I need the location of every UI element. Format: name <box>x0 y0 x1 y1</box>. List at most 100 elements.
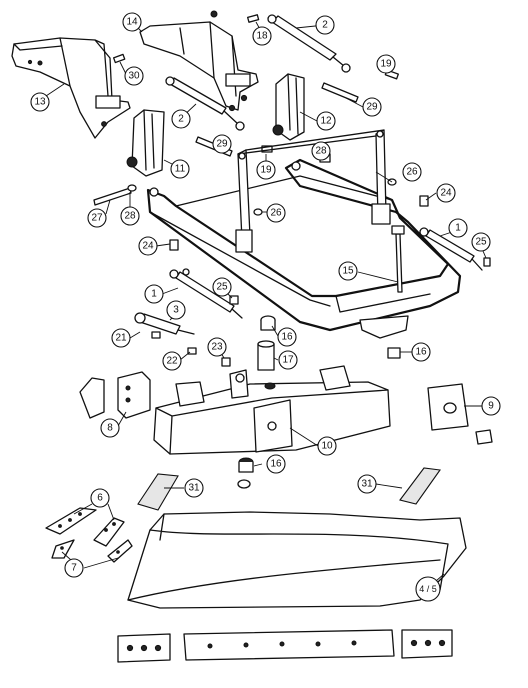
svg-text:25: 25 <box>475 237 487 248</box>
svg-text:21: 21 <box>115 333 127 344</box>
svg-text:27: 27 <box>91 213 103 224</box>
svg-text:24: 24 <box>440 188 452 199</box>
svg-text:25: 25 <box>216 282 228 293</box>
svg-text:7: 7 <box>71 563 77 574</box>
svg-text:31: 31 <box>361 479 373 490</box>
svg-text:23: 23 <box>211 342 223 353</box>
wear-pads <box>79 371 151 419</box>
hydraulic-cylinder-middle <box>165 76 245 131</box>
bushings <box>127 153 491 371</box>
svg-text:1: 1 <box>151 289 157 300</box>
callout-18: 18 <box>252 26 272 46</box>
callout-9: 9 <box>481 396 501 416</box>
callout-25-right: 25 <box>471 232 491 252</box>
callout-26-right: 26 <box>402 162 422 182</box>
svg-text:16: 16 <box>281 332 293 343</box>
moldboard-blade <box>127 511 467 609</box>
svg-text:26: 26 <box>270 208 282 219</box>
svg-text:6: 6 <box>97 493 103 504</box>
pivot-block-right <box>272 73 305 141</box>
callout-26-left: 26 <box>266 203 286 223</box>
callout-15: 15 <box>338 261 358 281</box>
svg-text:10: 10 <box>321 441 333 452</box>
svg-text:17: 17 <box>282 355 294 366</box>
callout-27: 27 <box>87 208 107 228</box>
svg-text:29: 29 <box>366 102 378 113</box>
callout-3: 3 <box>166 300 186 320</box>
callout-31-left: 31 <box>184 478 204 498</box>
callout-28-right: 28 <box>311 141 331 161</box>
callout-29-left: 29 <box>212 134 232 154</box>
svg-text:4 / 5: 4 / 5 <box>419 584 437 594</box>
svg-text:29: 29 <box>216 139 228 150</box>
callout-7: 7 <box>64 558 84 578</box>
svg-text:12: 12 <box>320 116 332 127</box>
callout-16-right: 16 <box>411 342 431 362</box>
callout-30: 30 <box>124 66 144 86</box>
side-cylinder-right <box>419 227 483 271</box>
pivot-block-left <box>126 109 165 177</box>
lower-bushing <box>237 457 254 489</box>
svg-text:19: 19 <box>380 59 392 70</box>
callout-1-right: 1 <box>448 218 468 238</box>
svg-text:13: 13 <box>34 97 46 108</box>
svg-text:9: 9 <box>488 401 494 412</box>
callout-24-left: 24 <box>138 236 158 256</box>
corner-bits <box>45 507 133 563</box>
callout-16-lower: 16 <box>266 454 286 474</box>
svg-text:1: 1 <box>455 223 461 234</box>
svg-text:24: 24 <box>142 241 154 252</box>
callout-21: 21 <box>111 328 131 348</box>
callout-8: 8 <box>100 418 120 438</box>
shims <box>137 467 441 511</box>
callout-2-mid: 2 <box>171 109 191 129</box>
svg-text:16: 16 <box>270 459 282 470</box>
callout-11: 11 <box>170 159 190 179</box>
callout-6: 6 <box>90 488 110 508</box>
callout-1-left: 1 <box>144 284 164 304</box>
crossbeam <box>153 365 391 455</box>
svg-text:28: 28 <box>315 146 327 157</box>
svg-text:18: 18 <box>256 31 268 42</box>
callout-16-upper: 16 <box>277 327 297 347</box>
callout-19-mid: 19 <box>256 160 276 180</box>
svg-text:19: 19 <box>260 165 272 176</box>
callout-2-top: 2 <box>315 15 335 35</box>
callout-22: 22 <box>162 351 182 371</box>
callout-28-left: 28 <box>120 206 140 226</box>
callout-23: 23 <box>207 337 227 357</box>
main-frame <box>146 129 462 339</box>
callout-4-5: 4 / 5 <box>415 576 441 602</box>
svg-text:3: 3 <box>173 305 179 316</box>
callout-12: 12 <box>316 111 336 131</box>
svg-text:2: 2 <box>178 114 184 125</box>
cutting-edge-sections <box>117 629 453 663</box>
callout-24-right: 24 <box>436 183 456 203</box>
small-cylinder <box>134 312 195 335</box>
svg-text:15: 15 <box>342 266 354 277</box>
svg-text:30: 30 <box>128 71 140 82</box>
svg-text:16: 16 <box>415 347 427 358</box>
callout-31-right: 31 <box>357 474 377 494</box>
callout-17: 17 <box>278 350 298 370</box>
svg-text:22: 22 <box>166 356 178 367</box>
callout-14-top: 14 <box>122 12 142 32</box>
callout-29-right: 29 <box>362 97 382 117</box>
callout-13: 13 <box>30 92 50 112</box>
side-cylinder-left <box>169 268 243 319</box>
svg-text:11: 11 <box>175 164 186 175</box>
svg-text:28: 28 <box>124 211 136 222</box>
callout-25-left: 25 <box>212 277 232 297</box>
svg-text:31: 31 <box>188 483 200 494</box>
svg-text:26: 26 <box>406 167 418 178</box>
svg-text:14: 14 <box>126 17 138 28</box>
svg-text:8: 8 <box>107 423 113 434</box>
right-mount-bracket <box>139 10 259 112</box>
side-plate <box>427 383 493 445</box>
callout-10: 10 <box>317 436 337 456</box>
left-mount-bracket <box>11 37 131 139</box>
callout-labels: 14 2 18 30 13 19 2 29 12 29 11 19 28 26 … <box>30 12 501 602</box>
callout-19-top: 19 <box>376 54 396 74</box>
